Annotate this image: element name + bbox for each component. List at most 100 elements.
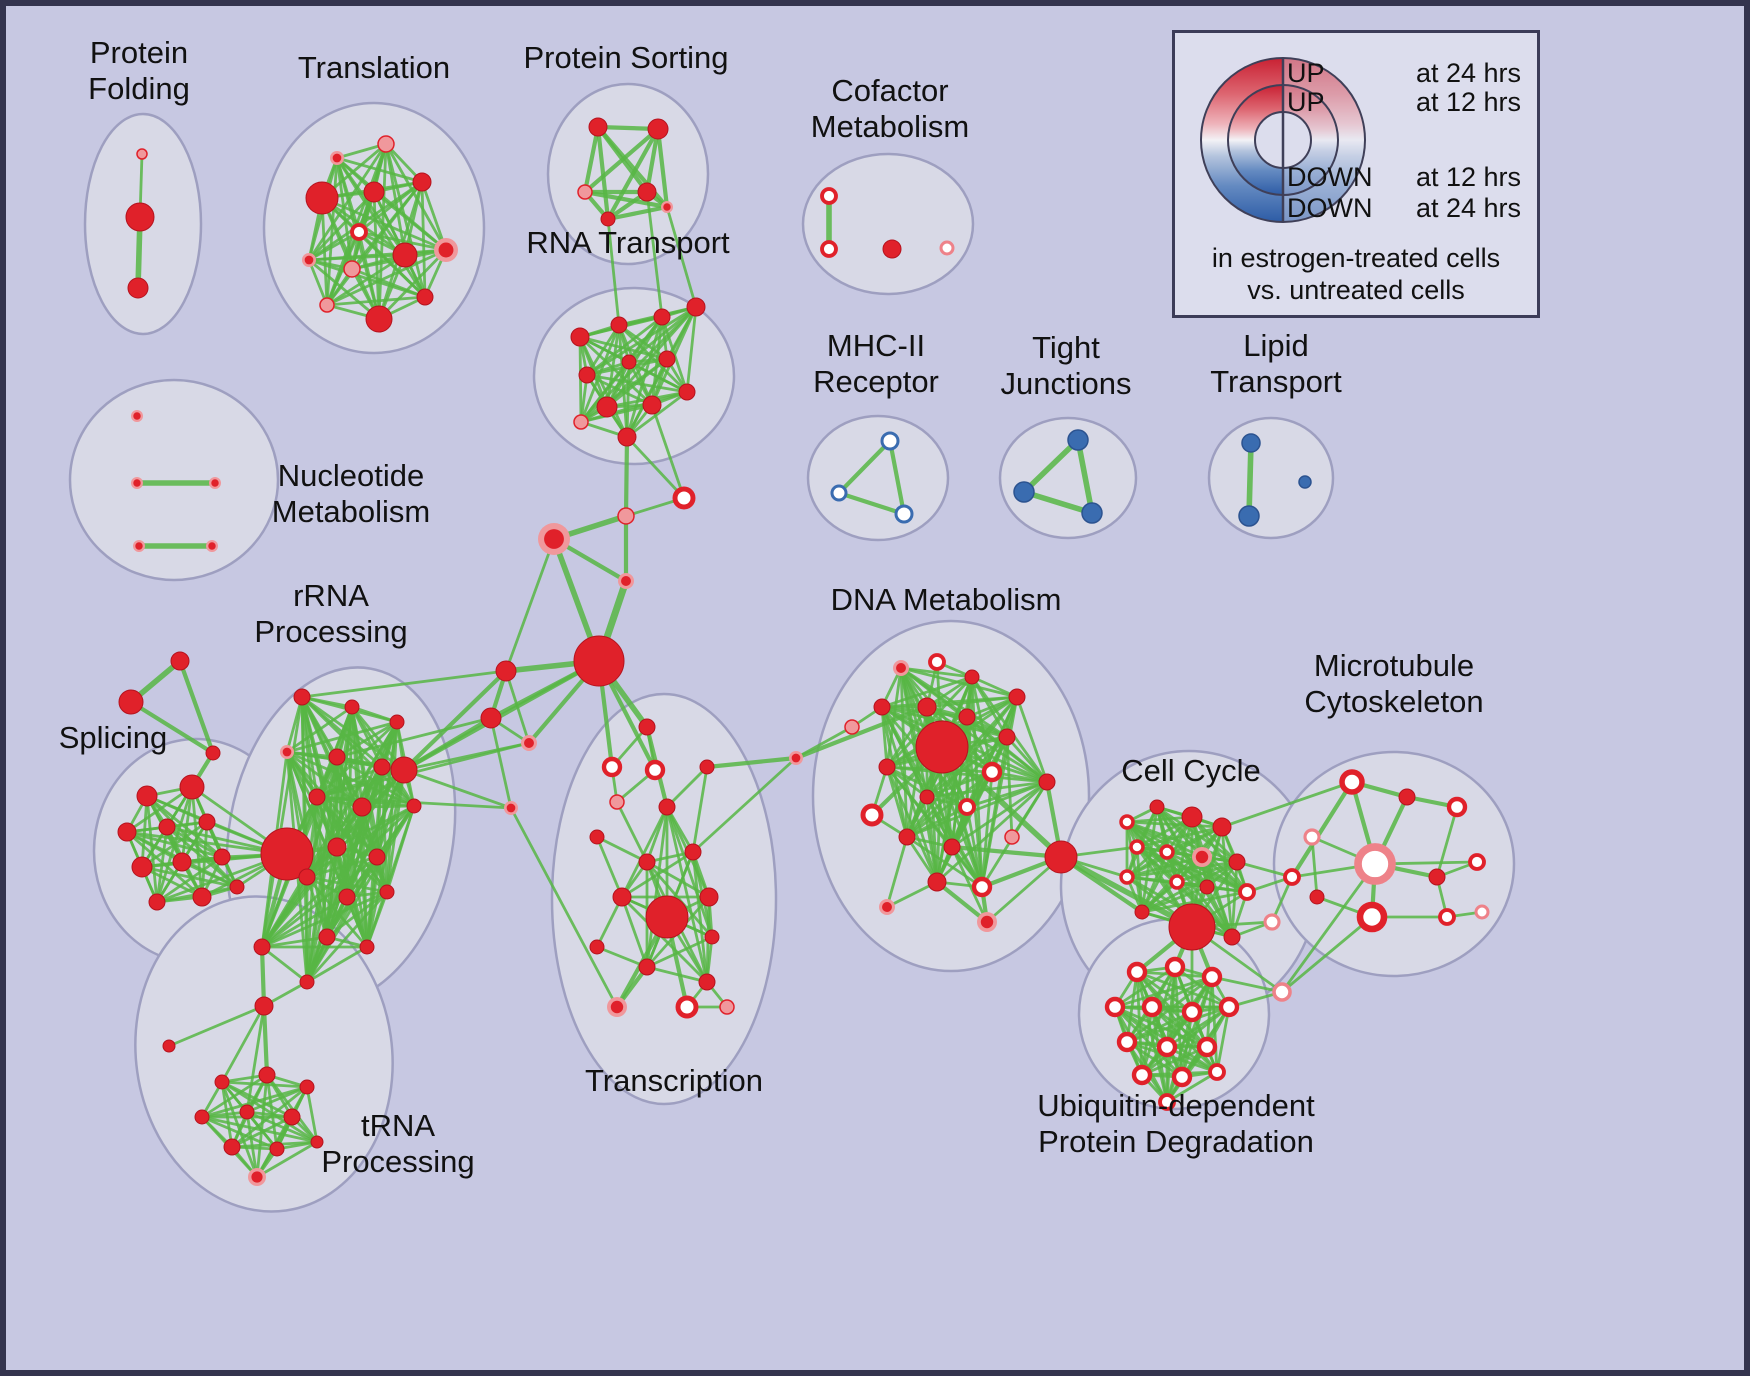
- network-node: [699, 887, 719, 907]
- network-edge: [949, 844, 1064, 860]
- network-edge: [885, 835, 909, 909]
- network-node: [344, 699, 360, 715]
- network-node: [1309, 889, 1325, 905]
- network-edge: [145, 794, 224, 859]
- network-edge: [200, 1073, 269, 1119]
- network-edge: [585, 323, 621, 377]
- network-node: [1272, 982, 1292, 1002]
- network-node: [1201, 966, 1223, 988]
- network-node: [939, 240, 955, 256]
- network-edge: [935, 780, 1049, 884]
- network-node: [684, 843, 702, 861]
- network-edge: [140, 865, 204, 899]
- network-edge: [245, 1085, 309, 1114]
- network-edge: [905, 735, 1009, 839]
- network-edge: [665, 805, 709, 984]
- network-edge: [1210, 975, 1284, 994]
- network-edge: [691, 765, 709, 854]
- network-node: [117, 822, 137, 842]
- network-edge: [128, 699, 216, 756]
- network-node: [223, 1138, 241, 1156]
- network-edge: [420, 180, 448, 252]
- network-node: [645, 895, 689, 939]
- network-edge: [350, 705, 399, 724]
- network-node: [1119, 869, 1135, 885]
- network-edge: [606, 217, 621, 327]
- network-node: [1141, 996, 1163, 1018]
- network-node: [1038, 773, 1056, 791]
- network-node: [379, 884, 395, 900]
- network-node: [699, 759, 715, 775]
- network-node: [1081, 502, 1103, 524]
- network-node: [588, 117, 608, 137]
- network-edge: [582, 189, 670, 210]
- network-edge: [325, 890, 389, 939]
- network-node: [1283, 868, 1301, 886]
- network-node: [1169, 874, 1185, 890]
- network-edge: [285, 720, 399, 754]
- network-edge: [1175, 860, 1239, 884]
- network-node: [377, 135, 395, 153]
- network-edge: [125, 785, 194, 834]
- network-node: [675, 995, 699, 1019]
- network-edge: [375, 768, 406, 859]
- network-node: [1196, 1036, 1218, 1058]
- network-edge: [939, 744, 1064, 860]
- network-node: [392, 242, 418, 268]
- network-node: [118, 689, 144, 715]
- network-edge: [315, 765, 384, 799]
- network-edge: [307, 142, 388, 262]
- network-node: [1164, 956, 1186, 978]
- network-edge: [140, 820, 209, 869]
- network-node: [211, 479, 219, 487]
- network-node: [943, 838, 961, 856]
- network-edge: [305, 805, 364, 984]
- network-node: [368, 848, 386, 866]
- cluster-label: RNA Transport: [526, 225, 730, 260]
- network-edge: [691, 850, 709, 984]
- network-node: [328, 748, 346, 766]
- network-node: [293, 688, 311, 706]
- network-edge: [305, 890, 389, 984]
- network-edge: [625, 390, 689, 439]
- network-edge: [1140, 1005, 1154, 1077]
- network-node: [704, 929, 720, 945]
- network-edge: [335, 156, 427, 299]
- network-node: [1129, 839, 1145, 855]
- network-edge: [307, 190, 376, 262]
- cluster-ellipse: [806, 414, 950, 542]
- network-edge: [1075, 437, 1095, 516]
- network-edge: [579, 390, 689, 424]
- network-node: [544, 529, 564, 549]
- network-edge: [885, 765, 909, 839]
- legend-ring-graphic: [1200, 57, 1367, 223]
- network-node: [658, 350, 676, 368]
- network-edge: [950, 780, 1049, 849]
- network-node: [133, 412, 141, 420]
- network-node: [1158, 1093, 1176, 1111]
- network-edge: [595, 835, 649, 864]
- network-node: [1067, 429, 1089, 451]
- network-node: [269, 1141, 285, 1157]
- network-edge: [655, 126, 670, 210]
- network-edge: [1280, 862, 1377, 994]
- network-edge: [260, 945, 309, 984]
- network-edge: [335, 804, 416, 849]
- network-node: [577, 184, 593, 200]
- network-edge: [260, 845, 339, 949]
- network-edge: [1005, 735, 1014, 839]
- network-edge: [627, 305, 698, 364]
- network-node: [638, 958, 656, 976]
- network-node: [672, 486, 696, 510]
- network-edge: [1205, 975, 1214, 1049]
- legend-row: DOWN at 24 hrs: [1287, 192, 1521, 224]
- network-node: [880, 431, 900, 451]
- network-node: [1119, 814, 1135, 830]
- network-node: [830, 484, 848, 502]
- cluster-label: Protein Sorting: [523, 40, 728, 75]
